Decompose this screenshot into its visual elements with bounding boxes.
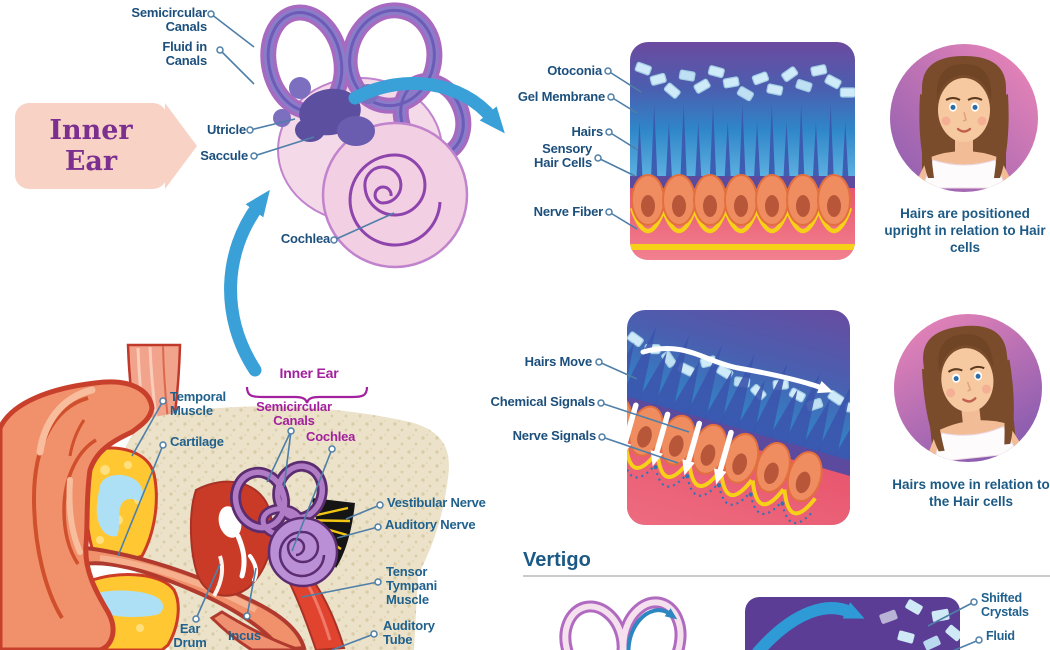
label-nerve-fiber: Nerve Fiber: [533, 204, 604, 219]
cartilage-shape: [96, 474, 144, 537]
label-ear-drum: Ear Drum: [173, 621, 207, 650]
label-fluid: Fluid: [986, 629, 1015, 643]
label-utricle: Utricle: [206, 122, 246, 137]
label-incus: Incus: [228, 628, 261, 643]
label-cochlea: Cochlea: [280, 231, 330, 246]
label-temporal-muscle: Temporal Muscle: [170, 389, 226, 419]
leader-lines: [117, 10, 983, 650]
label-shifted-crystals: Shifted Crystals: [981, 591, 1029, 619]
label-fluid-in-canals: Fluid in Canals: [162, 39, 207, 69]
label-saccule: Saccule: [200, 148, 248, 163]
banner-line2: Ear: [64, 146, 118, 177]
label-hairs: Hairs: [571, 124, 603, 139]
hair-cells-moving-panel: [627, 310, 850, 525]
vertigo-panel: [745, 597, 960, 650]
avatar-upright-woman: [890, 44, 1038, 192]
label-otoconia: Otoconia: [547, 63, 602, 78]
avatar-dizzy-woman: [894, 314, 1042, 462]
label-nerve-signals: Nerve Signals: [512, 428, 597, 443]
label-semicircular-canals-2: Semicircular Canals: [256, 399, 332, 429]
shifted-crystals-shape: [879, 599, 960, 650]
label-cochlea-2: Cochlea: [306, 429, 356, 444]
cochlea-shape: [321, 121, 469, 269]
vertigo-canals-illustration: [559, 596, 687, 650]
inner-ear-illustration: [260, 2, 472, 269]
label-auditory-nerve: Auditory Nerve: [385, 517, 476, 532]
label-vestibular-nerve: Vestibular Nerve: [387, 495, 486, 510]
label-inner-ear: Inner Ear: [279, 365, 339, 381]
banner-line1: Inner: [49, 114, 133, 146]
label-chemical-signals: Chemical Signals: [490, 394, 596, 409]
zoom-arrow-from-ear: [224, 189, 270, 377]
caption-hairs-upright: Hairs are positioned upright in relation…: [884, 206, 1046, 255]
middle-ear-shape: [189, 480, 274, 597]
inner-ear-brace: [245, 386, 369, 404]
label-tensor-tympani-muscle: Tensor Tympani Muscle: [386, 564, 438, 608]
label-gel-membrane: Gel Membrane: [517, 89, 605, 104]
vertigo-divider: [523, 575, 1050, 577]
label-sensory-hair-cells: Sensory Hair Cells: [534, 141, 592, 171]
caption-hairs-move: Hairs move in relation to the Hair cells: [892, 477, 1050, 509]
hair-cells-static-panel: [630, 42, 855, 260]
ear-anatomy-illustration: [0, 343, 449, 650]
label-auditory-tube: Auditory Tube: [383, 618, 435, 648]
label-semicircular-canals: Semicircular Canals: [131, 5, 207, 35]
ear-drum-shape: [212, 555, 224, 597]
crystal-shift-arrow: [752, 602, 865, 650]
auditory-tube-shape: [209, 610, 301, 650]
zoom-arrow-to-panel: [348, 76, 505, 134]
vertigo-heading: Vertigo: [523, 549, 591, 571]
label-cartilage: Cartilage: [170, 434, 224, 449]
inner-ear-banner: Inner Ear: [15, 103, 197, 189]
label-hairs-move: Hairs Move: [524, 354, 593, 369]
hairs-motion-arrow: [640, 346, 834, 394]
fluid-flow-arrow: [626, 608, 678, 650]
